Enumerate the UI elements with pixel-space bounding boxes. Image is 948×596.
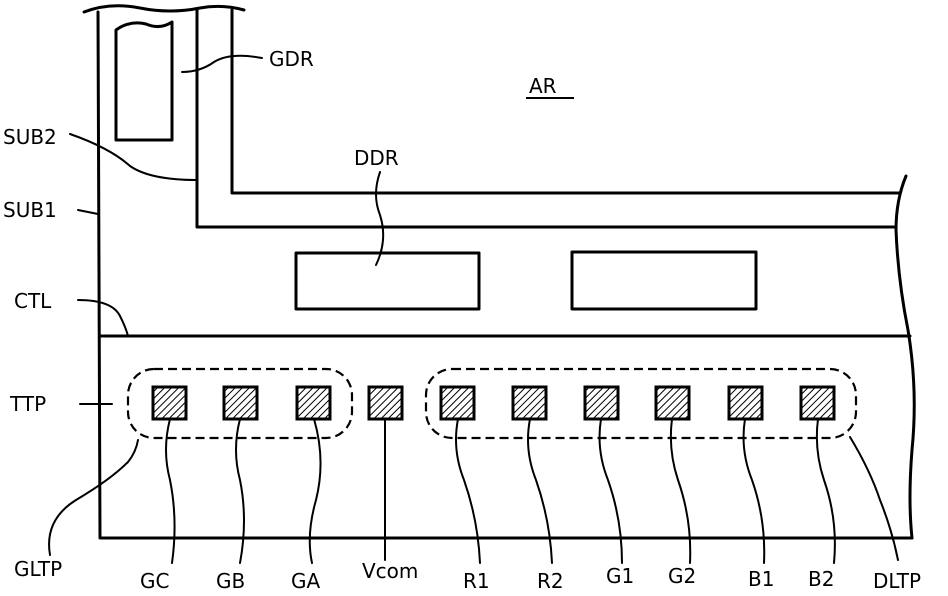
label-gb: GB [216,569,245,593]
terminal-ga [297,387,330,419]
drain-driver-chip-1 [296,253,479,309]
gate-driver-chip [116,22,172,140]
substrate-sub1 [84,6,914,538]
label-ttp: TTP [9,392,46,416]
drain-driver-chip-2 [572,252,756,309]
label-ar: AR [529,74,557,98]
terminal-gc [153,387,186,419]
terminal-g2 [656,387,689,419]
drain-terminal-group-dltp [426,369,856,438]
terminal-r1 [441,387,474,419]
label-sub2: SUB2 [3,125,57,149]
label-r1: R1 [463,569,490,593]
label-r2: R2 [537,569,564,593]
label-ga: GA [291,569,320,593]
terminal-b2 [801,387,834,419]
terminal-b1 [729,387,762,419]
label-gltp: GLTP [14,557,62,581]
label-ctl: CTL [14,289,52,313]
label-gdr: GDR [269,47,314,71]
terminal-g1 [585,387,618,419]
label-vcom: Vcom [362,559,418,583]
label-sub1: SUB1 [3,198,57,222]
label-ddr: DDR [354,146,399,170]
label-g1: G1 [606,564,634,588]
label-gc: GC [140,569,169,593]
terminal-pads [153,387,834,419]
terminal-vcom [369,387,402,419]
terminal-r2 [513,387,546,419]
label-dltp: DLTP [873,569,921,593]
terminal-gb [224,387,257,419]
label-b2: B2 [808,567,834,591]
substrate-sub2 [197,10,900,227]
label-b1: B1 [748,567,774,591]
label-g2: G2 [668,564,696,588]
